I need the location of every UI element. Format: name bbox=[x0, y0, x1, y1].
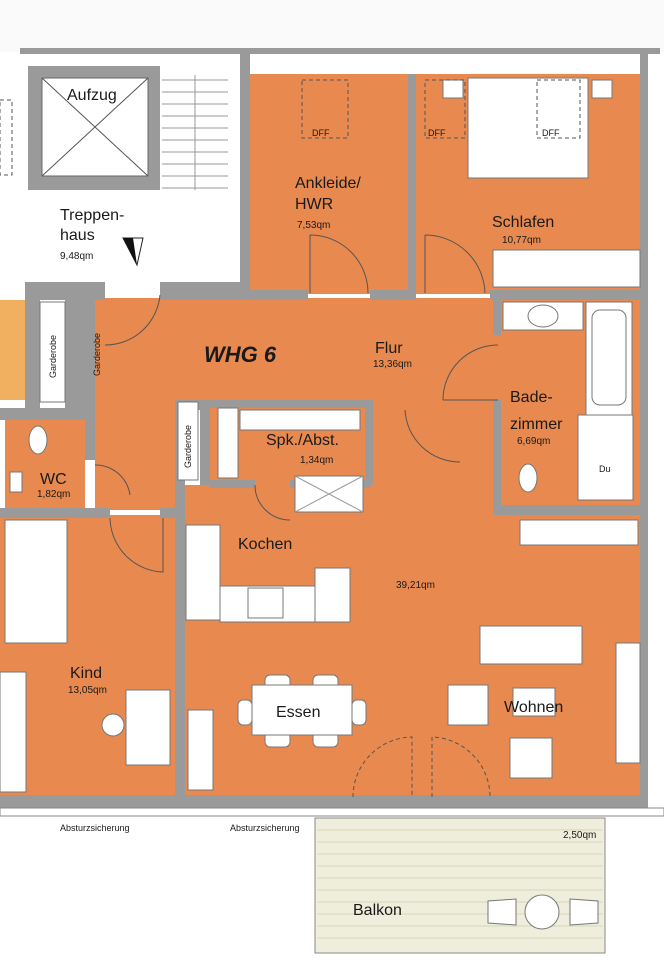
shower bbox=[577, 414, 634, 501]
neighbor-area bbox=[0, 300, 25, 400]
skylight bbox=[301, 79, 349, 139]
doors bbox=[94, 234, 499, 798]
pantry-appliances bbox=[217, 407, 239, 479]
apartment-title: WHG 6 bbox=[204, 342, 277, 367]
wardrobe bbox=[492, 249, 641, 288]
wc-label: WC bbox=[40, 471, 67, 488]
child-area: 13,05qm bbox=[68, 685, 107, 696]
balcony-table bbox=[524, 894, 560, 930]
bed bbox=[467, 77, 589, 179]
shelf bbox=[615, 642, 641, 764]
stairwell bbox=[0, 66, 228, 267]
child-label: Kind bbox=[70, 665, 102, 682]
bedroom-area: 10,77qm bbox=[502, 235, 541, 246]
bedroom-label: Schlafen bbox=[492, 214, 554, 231]
sideboard bbox=[187, 709, 214, 791]
stairwell-label: Treppen- bbox=[60, 207, 124, 224]
desk bbox=[125, 689, 171, 766]
stairwell-label: haus bbox=[60, 227, 95, 244]
garderobe-label: Garderobe bbox=[48, 335, 58, 378]
living-area: 39,21qm bbox=[396, 580, 435, 591]
stairs bbox=[162, 75, 228, 190]
stairwell-area: 9,48qm bbox=[60, 251, 93, 262]
elevator-label: Aufzug bbox=[67, 87, 117, 104]
walls bbox=[0, 54, 664, 817]
wc-basin bbox=[9, 471, 23, 493]
hall-area: 13,36qm bbox=[373, 359, 412, 370]
child-wardrobe bbox=[0, 671, 27, 793]
skylight-label: DFF bbox=[542, 128, 560, 138]
skylight bbox=[536, 79, 581, 139]
balcony-label: Balkon bbox=[353, 902, 402, 919]
kitchen-sink bbox=[185, 524, 221, 621]
fall-protection-label: Absturzsicherung bbox=[230, 823, 300, 833]
sofa bbox=[479, 625, 583, 665]
living-label: Wohnen bbox=[504, 699, 563, 716]
furniture bbox=[0, 77, 641, 793]
garderobe-label: Garderobe bbox=[92, 333, 102, 376]
room-hall bbox=[95, 298, 500, 408]
bathroom-label: Bade- bbox=[510, 389, 553, 406]
pantry-area: 1,34qm bbox=[300, 455, 333, 466]
skylight-label: DFF bbox=[312, 128, 330, 138]
balcony bbox=[314, 817, 606, 954]
skylight-label: DFF bbox=[428, 128, 446, 138]
armchair bbox=[447, 684, 489, 726]
dressing-area: 7,53qm bbox=[297, 220, 330, 231]
hall-label: Flur bbox=[375, 340, 403, 357]
dining-label: Essen bbox=[276, 704, 320, 721]
bathroom-label: zimmer bbox=[510, 416, 563, 433]
pantry-label: Spk./Abst. bbox=[266, 432, 339, 449]
upper-floor-strip bbox=[0, 0, 664, 52]
garderobe-closet bbox=[177, 401, 199, 481]
shower-label: Du bbox=[599, 464, 611, 474]
wc-area: 1,82qm bbox=[37, 489, 70, 500]
armchair bbox=[509, 737, 553, 779]
child-bed bbox=[4, 519, 68, 644]
dressing-label: Ankleide/ bbox=[295, 175, 361, 192]
garderobe-closet bbox=[39, 301, 66, 403]
balcony-area: 2,50qm bbox=[563, 830, 596, 841]
dining-table bbox=[251, 684, 353, 736]
room-hall-left bbox=[95, 400, 175, 510]
desk-chair bbox=[101, 713, 125, 737]
bathroom-area: 6,69qm bbox=[517, 436, 550, 447]
dressing-label: HWR bbox=[295, 196, 333, 213]
cooktop bbox=[247, 587, 284, 619]
coffee-table bbox=[512, 687, 556, 717]
toilet bbox=[28, 425, 48, 455]
fall-protection-label: Absturzsicherung bbox=[60, 823, 130, 833]
kitchen-label: Kochen bbox=[238, 536, 292, 553]
kitchen-island bbox=[314, 567, 351, 623]
toilet bbox=[518, 463, 538, 493]
sideboard bbox=[519, 519, 639, 546]
wall-top bbox=[20, 48, 660, 54]
garderobe-label: Garderobe bbox=[183, 425, 193, 468]
room-dressing bbox=[248, 74, 408, 294]
